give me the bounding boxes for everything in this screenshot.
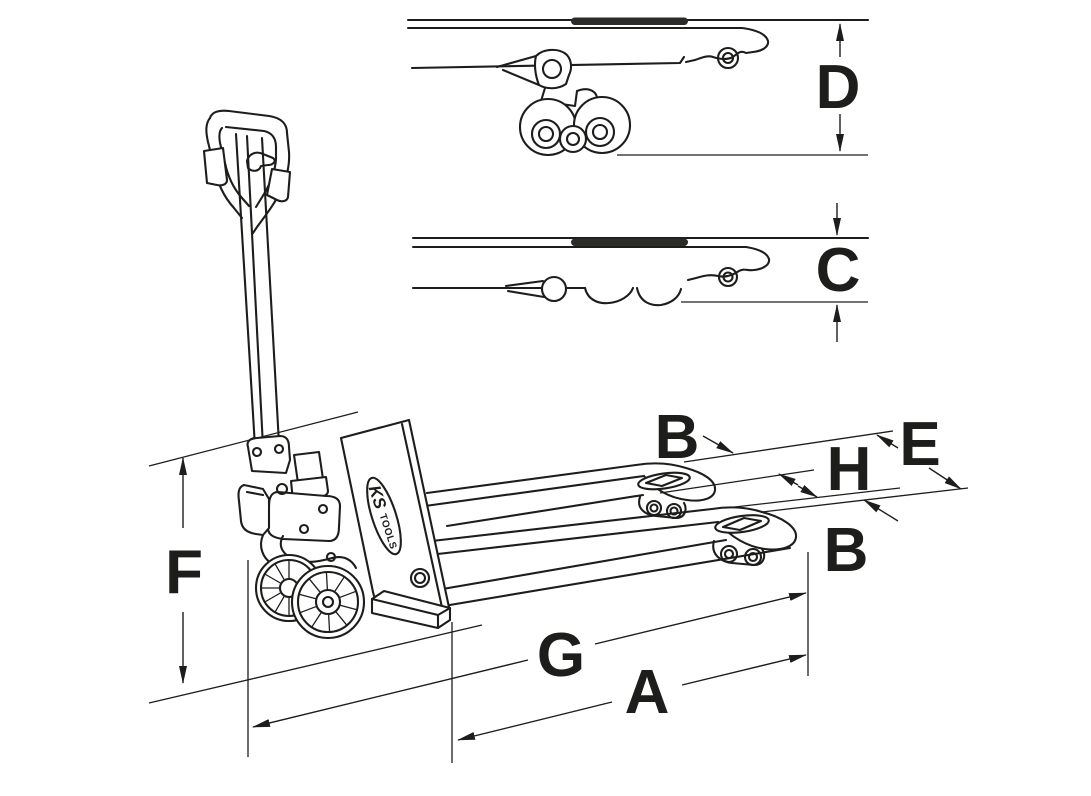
dim-b-top-arrow	[702, 435, 734, 454]
rear-wheel-spokes	[261, 560, 304, 616]
exit-roller-right-rim	[584, 116, 616, 148]
fork-side-bottom-edge	[445, 493, 645, 528]
dim-label-g: G	[537, 621, 585, 690]
grip-pad-right	[265, 167, 292, 203]
fork-top-far-edge	[425, 463, 638, 495]
exit-roller-bump-2	[635, 286, 683, 307]
dim-e-arrow-lower	[928, 467, 962, 490]
front-wheel-spokes	[298, 571, 358, 633]
exit-roller-left-hub	[537, 125, 555, 143]
tip-roller-hub	[723, 548, 735, 560]
view-fork-raised: D	[406, 17, 870, 157]
dim-a-arrow-left	[457, 701, 613, 741]
fork-nose	[686, 245, 771, 282]
exit-roller-left-rim	[530, 118, 562, 150]
tip-roller-bracket	[638, 495, 687, 520]
dim-label-e: E	[899, 410, 940, 479]
fork-top-near-edge	[423, 474, 646, 508]
tiller-shaft	[234, 132, 281, 449]
exit-roller-center-hub	[565, 131, 581, 147]
fork-slot	[571, 238, 688, 246]
dim-a-arrow-right	[681, 654, 807, 686]
dim-label-b-top: B	[655, 403, 700, 472]
exit-roller-center	[558, 124, 588, 154]
front-wheel-rim	[296, 570, 360, 634]
front-wheel-axle	[321, 595, 335, 609]
front-plate-line	[245, 490, 265, 497]
fork-top-near-edge	[427, 520, 720, 557]
dim-label-f: F	[165, 538, 203, 607]
mast-bolt-center	[413, 571, 427, 585]
mast-edge-line	[400, 422, 445, 614]
fork-top-far-edge	[430, 507, 714, 543]
dim-label-d: D	[816, 53, 861, 122]
dim-label-c: C	[816, 236, 861, 305]
dim-g-arrow-left	[252, 659, 529, 728]
dim-g-arrow-right	[594, 592, 807, 645]
dim-label-b-bottom: B	[824, 516, 869, 585]
mast-bolt	[409, 567, 431, 589]
ext-line-fork-inner-near	[725, 487, 901, 509]
fork-side-bottom-edge	[400, 538, 728, 598]
ext-line-f-bottom	[148, 624, 483, 704]
front-plate	[237, 483, 271, 537]
handle-loop-outer-right	[208, 109, 291, 235]
grip-pad-left	[202, 146, 229, 187]
dim-h-arrow-upper	[778, 473, 799, 486]
exit-roller-right-hub	[591, 123, 609, 141]
yoke-pin-left	[251, 446, 263, 458]
mast: KS TOOLS	[339, 418, 452, 630]
dim-b-bottom-arrow	[863, 499, 899, 522]
tip-roller-2	[743, 547, 763, 567]
frame-foot-edges	[370, 597, 452, 630]
roller-lever	[504, 279, 546, 299]
roller-lever	[495, 54, 541, 87]
ext-line-fork-outer-far	[683, 430, 894, 463]
dim-h-arrow-lower	[797, 485, 818, 498]
logo-oval	[366, 476, 402, 556]
tip-roller-hub	[649, 503, 659, 513]
front-wheel-hub	[314, 588, 342, 616]
hydraulic-pump	[237, 434, 358, 570]
steer-wheels	[254, 553, 366, 640]
tip-roller-bracket	[712, 539, 766, 567]
block-pin-2	[298, 523, 310, 535]
tip-roller-2	[665, 502, 683, 520]
tip-roller-2-hub	[747, 551, 759, 563]
far-fork	[423, 462, 717, 528]
pallet-truck-perspective: KS TOOLS	[202, 109, 798, 640]
wheel-bogie-arm	[279, 534, 358, 570]
dim-label-h: H	[827, 435, 872, 504]
fork-slot	[571, 17, 688, 25]
block-pin-3	[317, 503, 329, 515]
fork-nose	[684, 26, 770, 64]
tip-roller	[645, 499, 663, 517]
control-lever	[245, 151, 276, 172]
dimension-annotations: F B E H B G A	[148, 403, 969, 763]
linkage-pivot	[540, 275, 568, 303]
near-fork	[394, 506, 798, 616]
dim-e-arrow-upper	[876, 434, 899, 449]
tip-roller	[719, 544, 739, 564]
brand-logo: KS TOOLS	[365, 476, 402, 556]
dim-label-a: A	[625, 658, 670, 727]
linkage-pivot	[541, 58, 563, 80]
fork-bottom-near-edge	[394, 546, 792, 616]
tiller-handle	[202, 109, 292, 449]
view-fork-lowered: C	[411, 203, 870, 342]
fork-tip-recess-detail	[721, 516, 763, 532]
exit-roller-bump-1	[583, 286, 635, 305]
tip-roller-2-hub	[669, 506, 679, 516]
block-pin-1	[275, 482, 289, 496]
fork-tip-recess-detail	[644, 473, 684, 488]
bogie-pin	[325, 551, 337, 563]
yoke-pin-right	[273, 443, 285, 455]
